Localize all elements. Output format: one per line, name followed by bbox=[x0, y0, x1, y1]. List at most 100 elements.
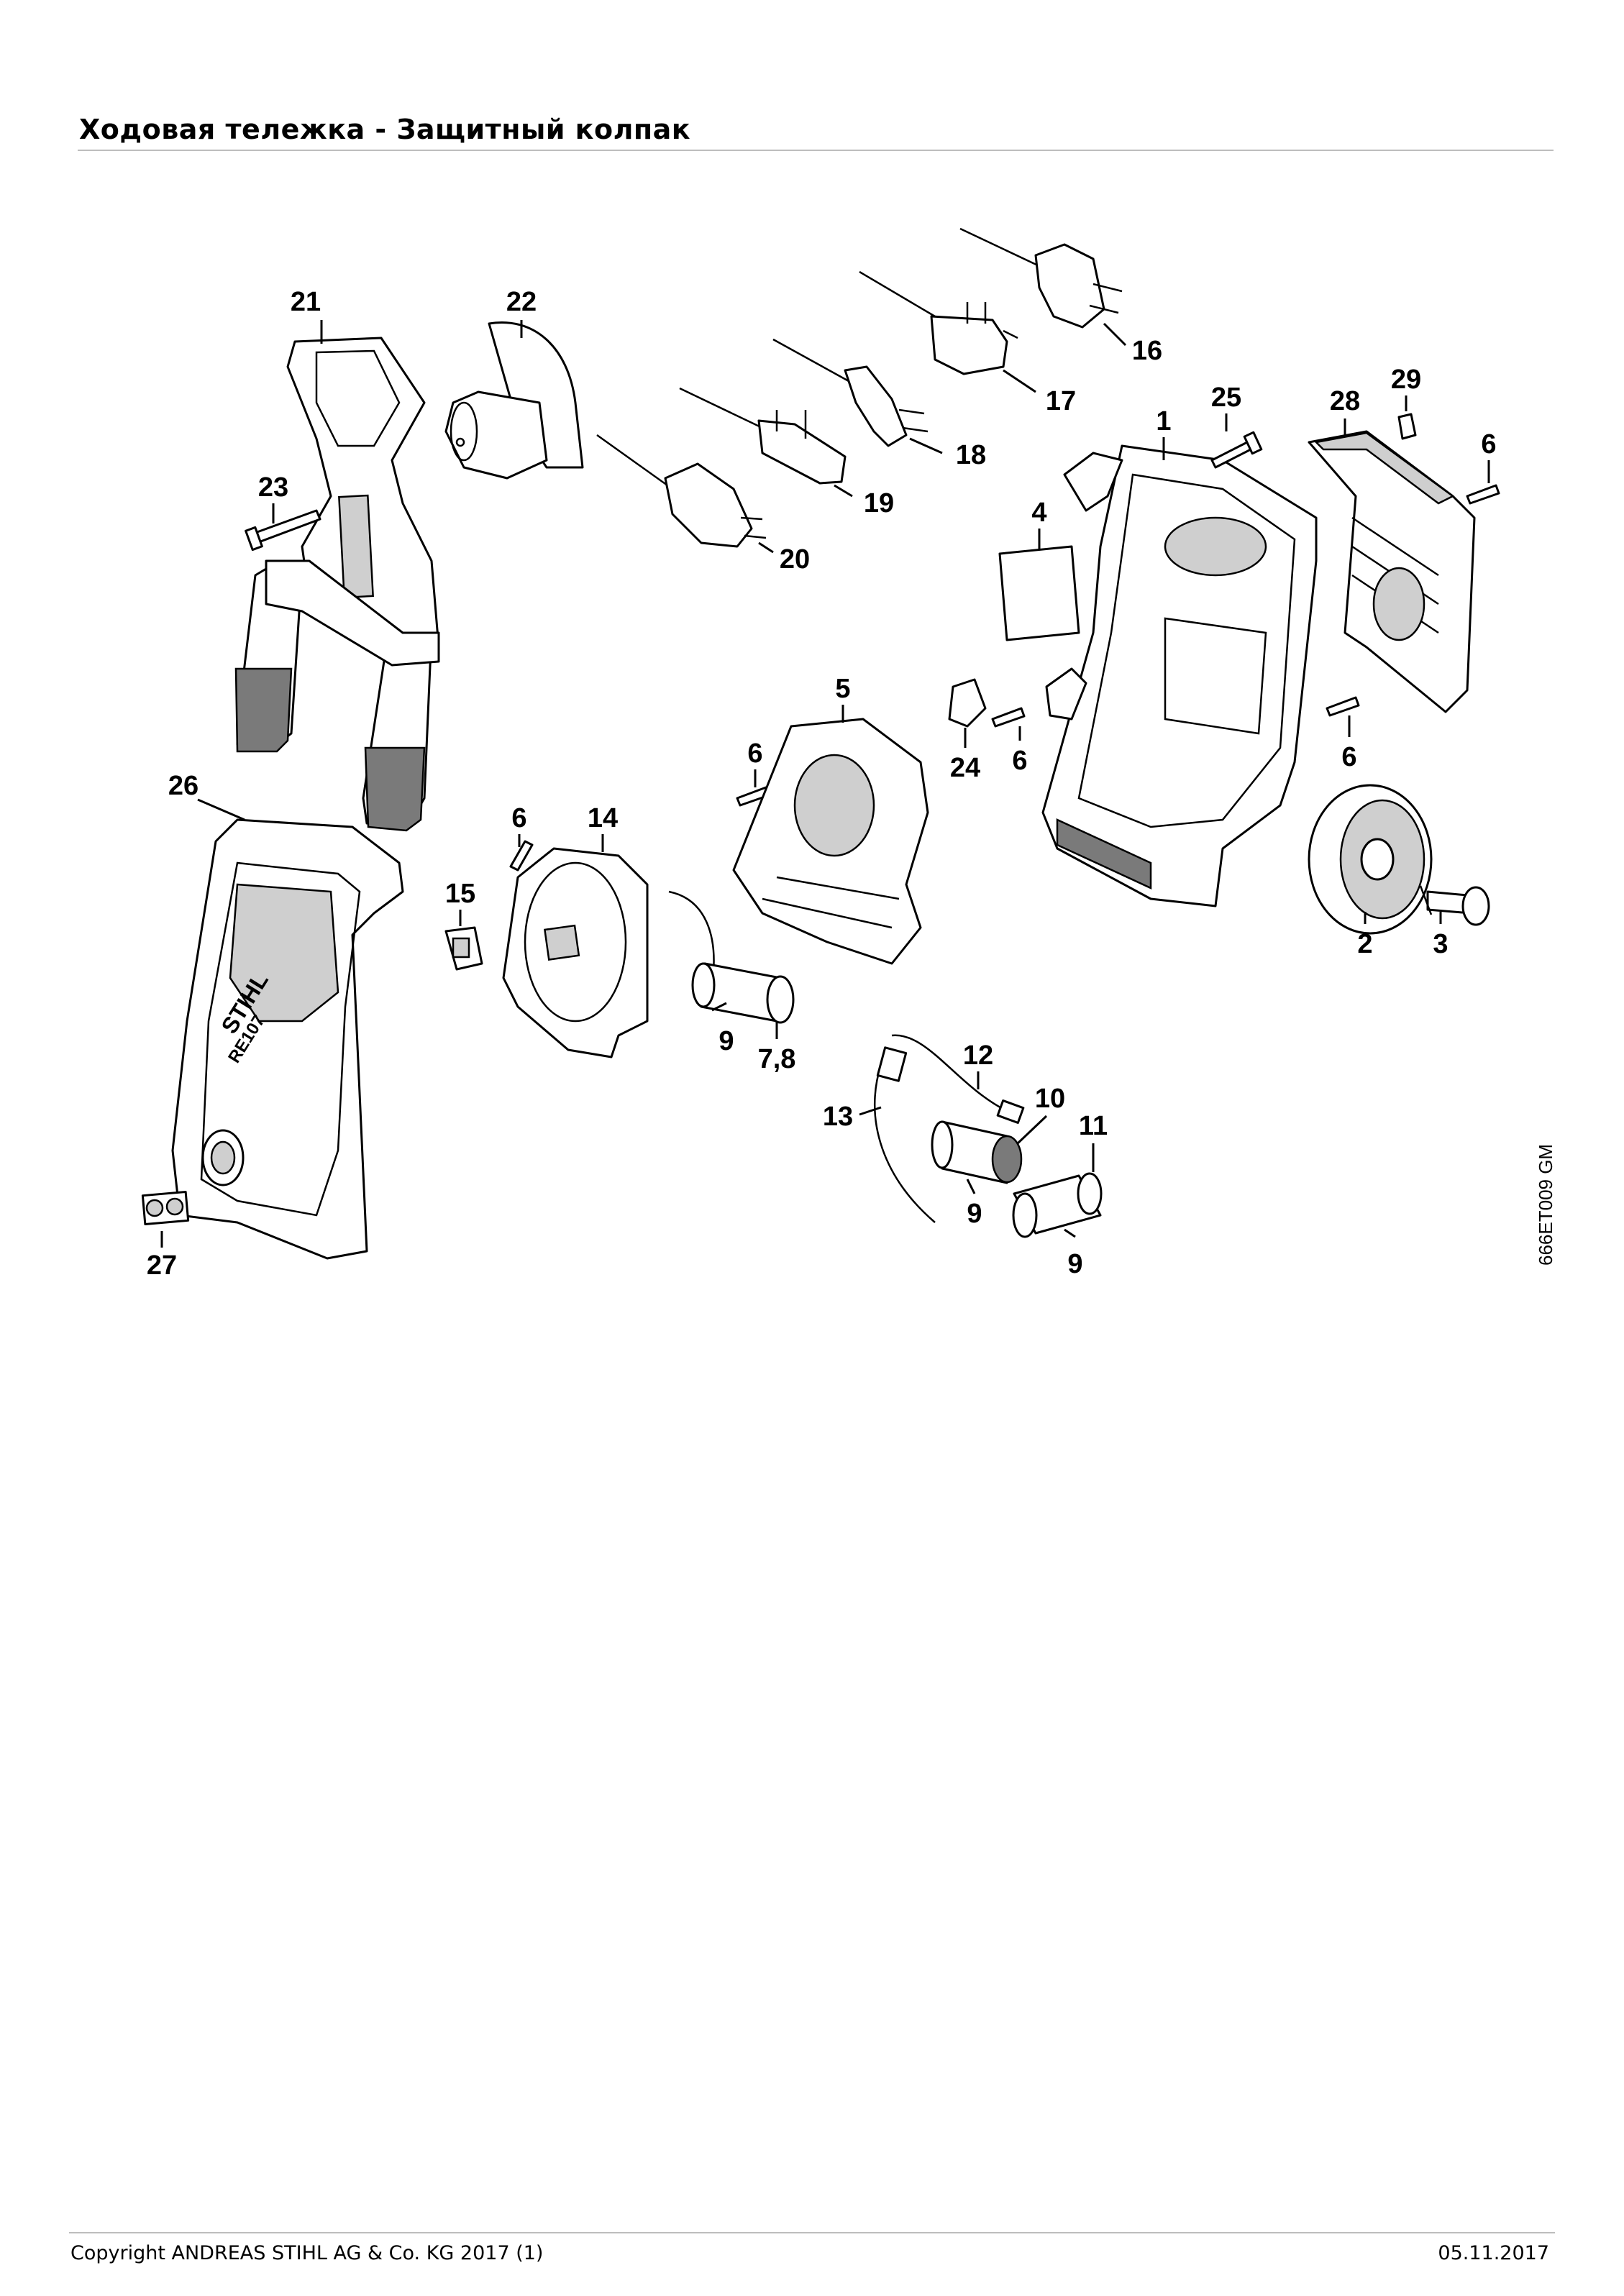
callout-23: 23 bbox=[258, 472, 288, 503]
callout-29: 29 bbox=[1391, 365, 1421, 395]
part-wiring-harness[interactable] bbox=[874, 1034, 1025, 1223]
label-21: 21 bbox=[291, 287, 323, 344]
callout-26: 26 bbox=[168, 771, 199, 801]
callout-17: 17 bbox=[1046, 386, 1076, 416]
label-26: 26 bbox=[168, 771, 245, 821]
part-clip-29[interactable] bbox=[1397, 413, 1417, 440]
part-screw-6-housing[interactable] bbox=[1326, 696, 1360, 717]
callout-22: 22 bbox=[506, 287, 537, 317]
part-rear-panel[interactable] bbox=[1308, 430, 1476, 713]
callout-4: 4 bbox=[1031, 498, 1046, 528]
label-9-capacitor: 9 bbox=[711, 1002, 734, 1056]
callout-9-coupling: 9 bbox=[1067, 1249, 1082, 1279]
label-6-rear: 6 bbox=[1481, 429, 1497, 483]
label-11: 11 bbox=[1079, 1111, 1108, 1172]
callout-3: 3 bbox=[1433, 929, 1448, 959]
label-15: 15 bbox=[445, 879, 475, 926]
callout-10: 10 bbox=[1035, 1084, 1065, 1114]
part-plug-16[interactable] bbox=[959, 227, 1123, 329]
title-divider bbox=[78, 150, 1554, 151]
callout-19: 19 bbox=[864, 488, 894, 518]
label-17: 17 bbox=[1003, 369, 1076, 416]
callout-11: 11 bbox=[1079, 1111, 1108, 1141]
callout-1: 1 bbox=[1156, 406, 1171, 436]
callout-18: 18 bbox=[956, 440, 986, 470]
page-title: Ходовая тележка - Защитный колпак bbox=[79, 114, 691, 145]
part-plug-17[interactable] bbox=[859, 270, 1018, 375]
label-6-bracket: 6 bbox=[1012, 726, 1028, 776]
part-front-cover[interactable]: STIHL RE107 bbox=[171, 818, 404, 1260]
drawing-code-text: 666ET009 GM bbox=[1535, 1143, 1556, 1266]
callout-15: 15 bbox=[445, 879, 475, 909]
label-9-coupling: 9 bbox=[1064, 1228, 1083, 1279]
callout-13: 13 bbox=[823, 1102, 853, 1132]
part-screw-6-rear[interactable] bbox=[1466, 484, 1500, 505]
part-plug-18[interactable] bbox=[772, 338, 929, 447]
callout-9-capacitor: 9 bbox=[719, 1026, 734, 1056]
callout-20: 20 bbox=[780, 544, 810, 575]
label-1: 1 bbox=[1156, 406, 1172, 460]
label-5: 5 bbox=[835, 674, 851, 723]
part-switch[interactable] bbox=[444, 926, 483, 971]
callout-24: 24 bbox=[950, 753, 980, 783]
part-handle[interactable] bbox=[234, 337, 440, 832]
part-wheel[interactable] bbox=[1308, 784, 1433, 935]
label-12: 12 bbox=[963, 1040, 993, 1089]
callout-7-8: 7,8 bbox=[758, 1044, 796, 1074]
callout-6-motor: 6 bbox=[511, 803, 526, 833]
label-29: 29 bbox=[1391, 365, 1421, 411]
footer-date: 05.11.2017 bbox=[1438, 2242, 1549, 2264]
label-10: 10 bbox=[1016, 1084, 1065, 1145]
part-cover-cap[interactable] bbox=[444, 321, 584, 480]
part-plug-19[interactable] bbox=[679, 387, 847, 485]
callout-9-bushing: 9 bbox=[967, 1199, 982, 1229]
part-screw-25[interactable] bbox=[1210, 431, 1263, 469]
label-19: 19 bbox=[834, 484, 894, 518]
label-9-bushing: 9 bbox=[966, 1179, 982, 1229]
callout-28: 28 bbox=[1330, 386, 1360, 416]
callout-27: 27 bbox=[147, 1250, 177, 1281]
callout-21: 21 bbox=[291, 287, 321, 317]
part-axle-pin[interactable] bbox=[1419, 885, 1490, 926]
callout-16: 16 bbox=[1132, 336, 1162, 366]
part-bracket-24[interactable] bbox=[948, 678, 987, 728]
part-housing[interactable] bbox=[1041, 444, 1318, 907]
callout-6-housing: 6 bbox=[1341, 742, 1356, 772]
label-24: 24 bbox=[950, 728, 980, 783]
part-plug-20[interactable] bbox=[596, 434, 767, 548]
label-6-fan: 6 bbox=[747, 738, 763, 787]
label-23: 23 bbox=[258, 472, 288, 523]
part-capacitor[interactable] bbox=[691, 962, 795, 1024]
label-16: 16 bbox=[1103, 322, 1162, 366]
label-13: 13 bbox=[823, 1102, 882, 1132]
label-7-8: 7,8 bbox=[758, 1021, 796, 1074]
callout-6-fan: 6 bbox=[747, 738, 762, 769]
part-screw-23[interactable] bbox=[245, 509, 321, 552]
part-screw-6-bracket[interactable] bbox=[991, 707, 1026, 728]
callout-25: 25 bbox=[1211, 383, 1241, 413]
callout-2: 2 bbox=[1357, 929, 1372, 959]
label-6-housing: 6 bbox=[1341, 715, 1357, 772]
footer-divider bbox=[69, 2232, 1555, 2233]
part-rubber-feet[interactable] bbox=[141, 1190, 190, 1226]
callout-5: 5 bbox=[835, 674, 850, 704]
label-2: 2 bbox=[1357, 912, 1373, 959]
part-screw-6-motor[interactable] bbox=[509, 840, 534, 872]
part-coupling-11[interactable] bbox=[1012, 1172, 1103, 1238]
callout-12: 12 bbox=[963, 1040, 993, 1071]
label-3: 3 bbox=[1433, 912, 1449, 959]
label-27: 27 bbox=[147, 1231, 177, 1281]
label-6-motor: 6 bbox=[511, 803, 527, 847]
part-motor[interactable] bbox=[502, 847, 715, 1058]
label-18: 18 bbox=[909, 437, 986, 470]
label-28: 28 bbox=[1330, 386, 1360, 435]
part-fan-housing[interactable] bbox=[732, 718, 929, 965]
label-20: 20 bbox=[758, 541, 810, 575]
part-bushing-10[interactable] bbox=[931, 1120, 1023, 1184]
label-14: 14 bbox=[588, 803, 618, 852]
callout-6-rear: 6 bbox=[1481, 429, 1496, 459]
label-4: 4 bbox=[1031, 498, 1047, 550]
part-label-sticker[interactable] bbox=[998, 545, 1080, 641]
footer-copyright: Copyright ANDREAS STIHL AG & Co. KG 2017… bbox=[70, 2242, 544, 2264]
